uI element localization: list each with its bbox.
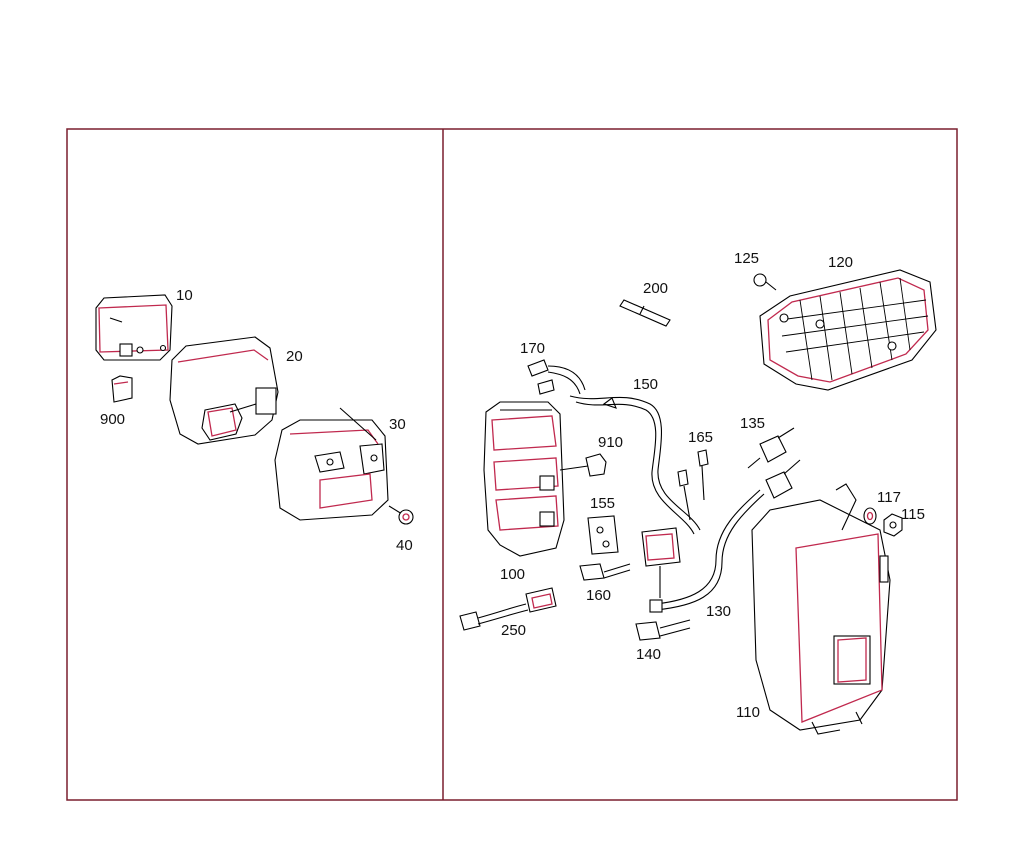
part-125-bolt[interactable] [753,273,777,291]
part-117-washer[interactable] [863,507,877,525]
part-120-cover-plate[interactable] [759,269,937,391]
label-160: 160 [586,587,612,604]
part-130-hose[interactable] [649,489,765,613]
part-910-clip[interactable] [559,453,607,477]
label-165: 165 [688,429,714,446]
label-900: 900 [100,411,126,428]
label-110: 110 [736,704,760,721]
part-160-fitting[interactable] [579,563,631,581]
label-40: 40 [396,537,413,554]
part-200-pin[interactable] [619,299,671,327]
label-10: 10 [176,287,193,304]
label-170: 170 [520,340,546,357]
label-117: 117 [877,489,901,506]
label-200: 200 [643,280,669,297]
part-140-fitting[interactable] [635,619,691,641]
part-170-fitting[interactable] [527,359,586,395]
part-900-connector[interactable] [111,375,133,403]
label-140: 140 [636,646,662,663]
label-115: 115 [901,506,925,523]
label-125: 125 [734,250,760,267]
label-30: 30 [389,416,406,433]
label-130: 130 [706,603,732,620]
label-120: 120 [828,254,854,271]
part-115-nut[interactable] [883,513,903,537]
label-910: 910 [598,434,624,451]
part-20-housing-cover[interactable] [169,336,279,445]
part-155-connector-block[interactable] [587,515,619,555]
part-100-pump-unit[interactable] [483,401,565,557]
label-150: 150 [633,376,659,393]
label-20: 20 [286,348,303,365]
part-165-hose-end[interactable] [677,449,709,521]
part-250-cable[interactable] [459,587,557,631]
valve-block[interactable] [641,527,681,598]
part-135-filter[interactable] [747,427,801,499]
part-40-screw[interactable] [388,505,414,525]
part-10-control-unit[interactable] [95,294,173,361]
label-100: 100 [500,566,526,583]
part-30-bracket[interactable] [274,407,389,521]
label-135: 135 [740,415,766,432]
label-250: 250 [501,622,527,639]
label-155: 155 [590,495,616,512]
part-110-tank[interactable] [751,483,891,735]
part-150-hose[interactable] [569,395,701,535]
diagram-frame [66,128,958,801]
